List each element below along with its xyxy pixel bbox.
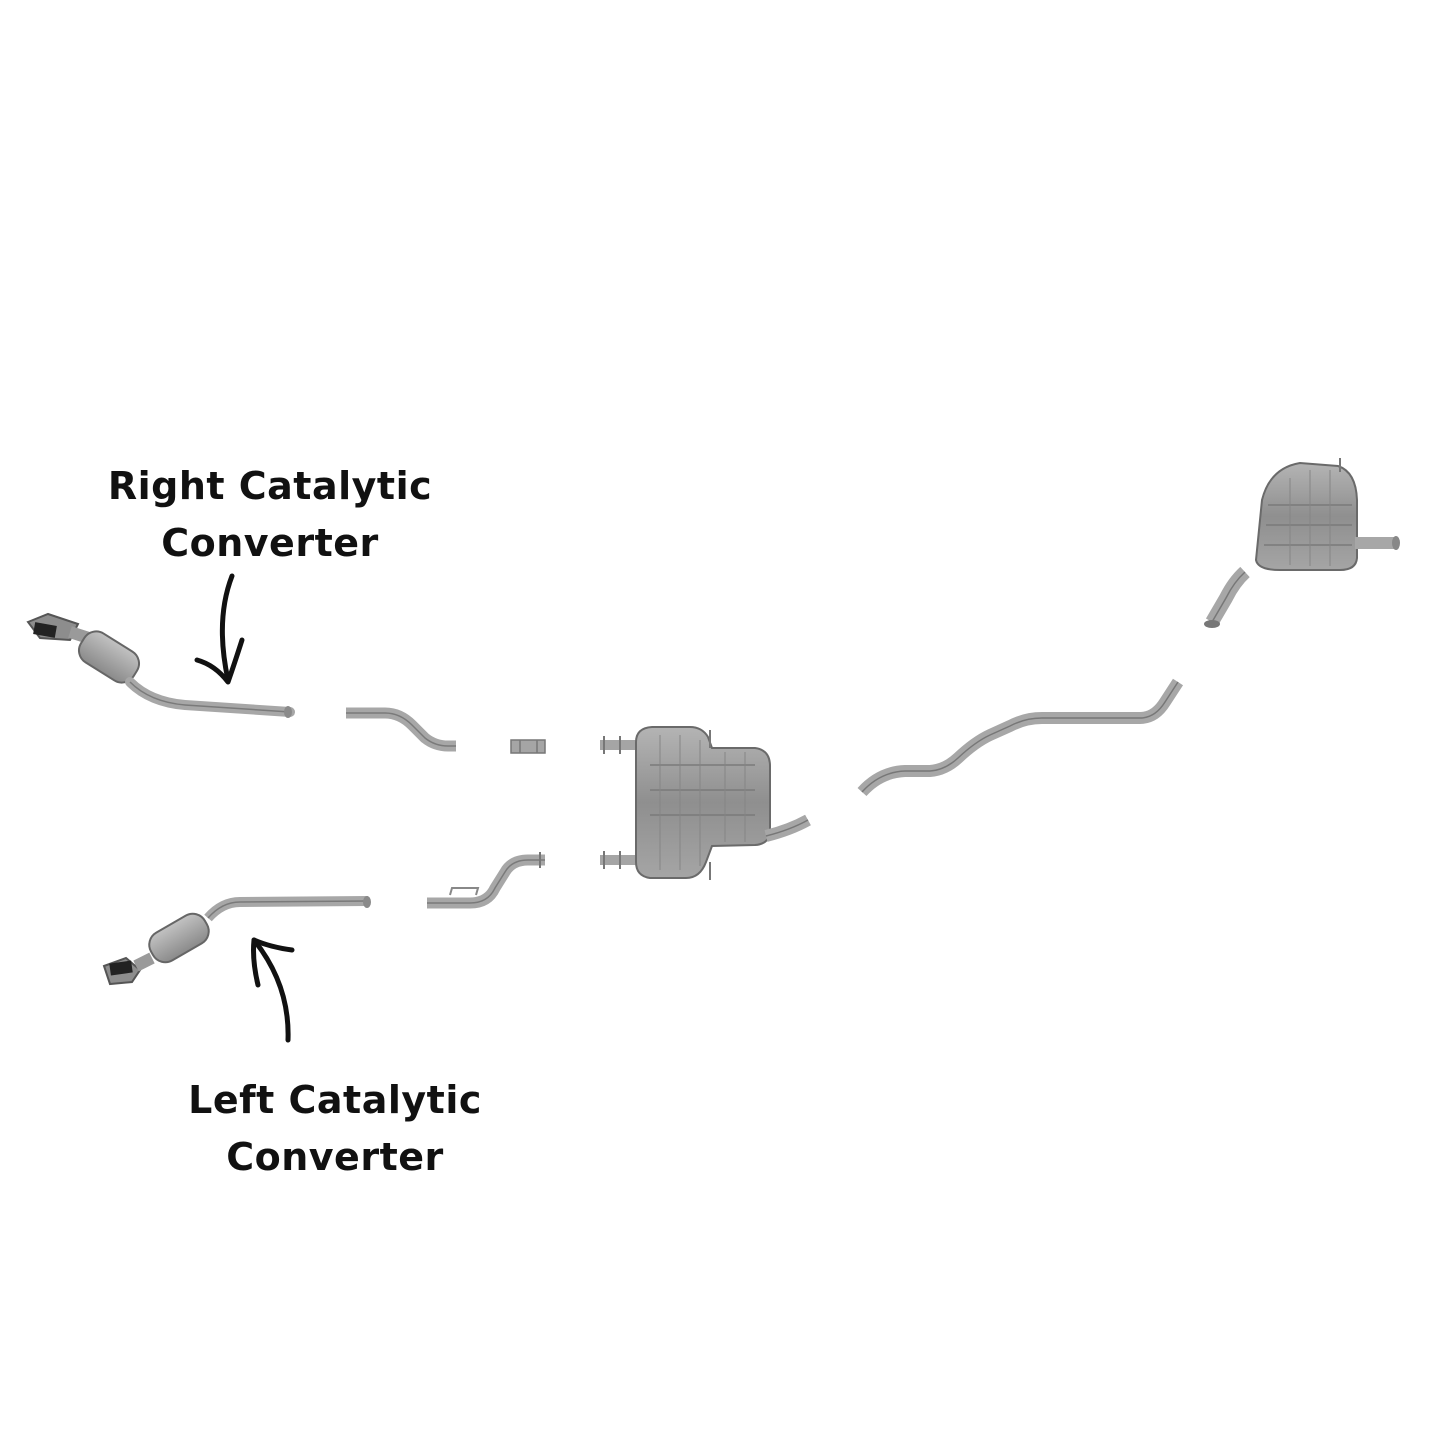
right-label-line2: Converter xyxy=(161,521,379,565)
left-label-line1: Left Catalytic xyxy=(188,1078,482,1122)
right-intermediate-pipe xyxy=(346,707,456,752)
left-converter-arrow xyxy=(251,937,295,1043)
center-muffler xyxy=(600,726,811,880)
right-label-line1: Right Catalytic xyxy=(107,464,433,508)
rear-pipe xyxy=(857,678,1184,797)
rear-muffler xyxy=(1204,458,1400,628)
left-label-line2: Converter xyxy=(226,1135,444,1179)
left-intermediate-pipe xyxy=(427,852,545,909)
right-converter-arrow xyxy=(194,573,245,685)
right-catalytic-converter xyxy=(26,612,295,718)
right-connector-sleeve xyxy=(510,739,546,754)
left-catalytic-converter-label: Left Catalytic Converter xyxy=(170,1072,500,1186)
right-catalytic-converter-label: Right Catalytic Converter xyxy=(95,458,445,572)
left-catalytic-converter xyxy=(102,896,371,986)
